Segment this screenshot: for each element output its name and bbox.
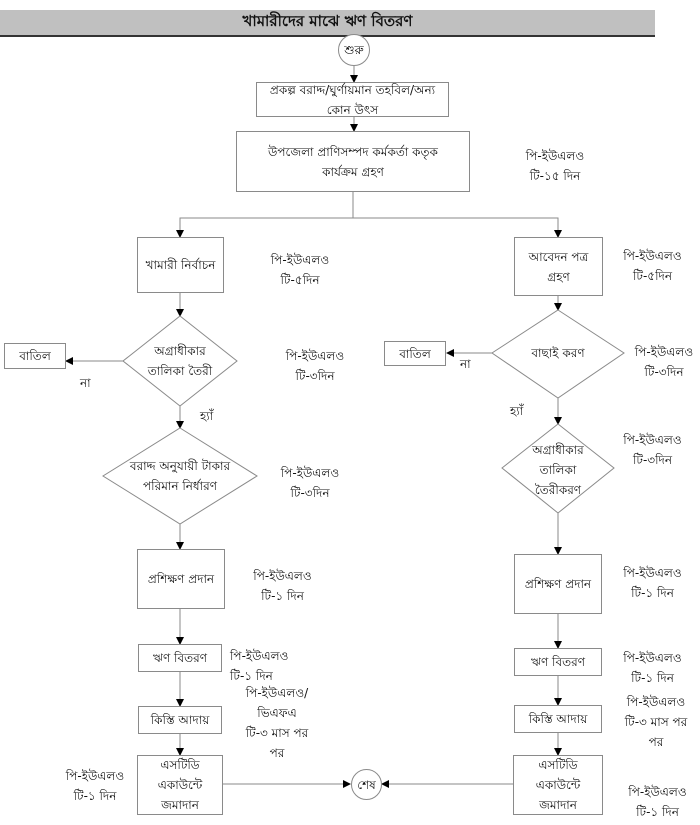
reject-label: বাতিল: [399, 346, 431, 361]
step-loan-disbursement: ঋণ বিতরণ: [138, 644, 222, 672]
yes-label: হ্যাঁ: [510, 404, 524, 418]
end-terminal: শেষ: [351, 769, 382, 800]
step-label: প্রশিক্ষণ প্রদান: [147, 572, 215, 586]
start-terminal: শুরু: [338, 34, 370, 66]
step-label: প্রকল্প বরাদ্দ/ঘুর্ণায়মান তহবিল/অন্য কো…: [269, 82, 436, 117]
step-label: উপজেলা প্রাণিসম্পদ কর্মকর্তা কতৃক কার্যক…: [268, 144, 438, 179]
time-note: পি-ইউএলও টি-৩দিন: [280, 466, 340, 500]
step-installment-collection: কিস্তি আদায়: [138, 706, 222, 734]
step-fund-source: প্রকল্প বরাদ্দ/ঘুর্ণায়মান তহবিল/অন্য কো…: [256, 82, 449, 117]
step-label: এসটিডি একাউন্টে জমাদান: [535, 758, 581, 812]
decision-diamond-priority-list: [122, 315, 238, 407]
time-note: পি-ইউএলও টি-৫দিন: [270, 253, 330, 287]
end-label: শেষ: [357, 777, 376, 792]
title-bar: খামারীদের মাঝে ঋণ বিতরণ: [0, 10, 655, 37]
yes-label: হ্যাঁ: [200, 409, 214, 423]
time-note: পি-ইউএলও টি-১ দিন: [230, 649, 289, 683]
step-std-deposit: এসটিডি একাউন্টে জমাদান: [513, 755, 603, 815]
step-std-deposit: এসটিডি একাউন্টে জমাদান: [137, 755, 223, 815]
reject-box: বাতিল: [384, 341, 446, 366]
start-label: শুরু: [344, 43, 364, 57]
step-training: প্রশিক্ষণ প্রদান: [514, 554, 602, 614]
decision-diamond-amount: [102, 427, 258, 525]
step-ulo-initiate: উপজেলা প্রাণিসম্পদ কর্মকর্তা কতৃক কার্যক…: [236, 131, 470, 192]
step-loan-disbursement: ঋণ বিতরণ: [514, 648, 602, 676]
decision-diamond-screening: [491, 309, 625, 399]
step-label: খামারী নির্বাচন: [145, 258, 216, 272]
time-note: পি-ইউএলও টি-৩দিন: [634, 345, 694, 379]
step-farmer-selection: খামারী নির্বাচন: [137, 237, 224, 293]
step-label: আবেদন পত্র গ্রহণ: [528, 249, 589, 284]
decision-label: বরাদ্দ অনুযায়ী টাকার পরিমান নির্ধারণ: [129, 459, 231, 493]
step-label: প্রশিক্ষণ প্রদান: [524, 577, 592, 591]
reject-box: বাতিল: [4, 343, 66, 369]
time-note: পি-ইউএলও টি-৩দিন: [285, 349, 345, 383]
decision-label: বাছাই করণ: [531, 346, 585, 360]
decision-diamond-priority-list-right: [501, 423, 615, 514]
time-note: পি-ইউএলও টি-১ দিন: [253, 569, 312, 603]
step-label: ঋণ বিতরণ: [531, 655, 585, 669]
time-note: পি-ইউএলও টি-৩দিন: [623, 433, 682, 467]
step-label: কিস্তি আদায়: [150, 713, 210, 727]
time-note: পি-ইউএলও টি-১ দিন: [65, 769, 125, 803]
step-label: এসটিডি একাউন্টে জমাদান: [157, 758, 203, 812]
step-installment-collection: কিস্তি আদায়: [514, 705, 602, 733]
time-note: পি-ইউএলও টি-১৫ দিন: [525, 149, 585, 183]
no-label: না: [460, 357, 471, 371]
time-note: পি-ইউএলও টি-৫দিন: [623, 249, 682, 283]
decision-label: অগ্রাধীকার তালিকা তৈরী: [147, 344, 213, 378]
page-title: খামারীদের মাঝে ঋণ বিতরণ: [242, 12, 413, 30]
step-label: কিস্তি আদায়: [528, 712, 588, 726]
reject-label: বাতিল: [19, 349, 51, 363]
time-note: পি-ইউএলও টি-৩ মাস পর পর: [624, 695, 688, 749]
time-note: পি-ইউএলও টি-১ দিন: [623, 566, 682, 600]
decision-label: অগ্রাধীকার তালিকা তৈরীকরণ: [532, 443, 584, 497]
time-note: পি-ইউএলও/ ভিএফএ টি-৩ মাস পর পর: [245, 686, 309, 760]
connector: [176, 192, 354, 238]
step-training: প্রশিক্ষণ প্রদান: [137, 549, 225, 609]
step-application-receipt: আবেদন পত্র গ্রহণ: [514, 237, 603, 296]
time-note: পি-ইউএলও টি-১ দিন: [628, 785, 687, 819]
time-note: পি-ইউএলও টি-১ দিন: [623, 651, 682, 685]
no-label: না: [80, 376, 91, 390]
step-label: ঋণ বিতরণ: [153, 651, 207, 665]
connector: [353, 217, 562, 238]
